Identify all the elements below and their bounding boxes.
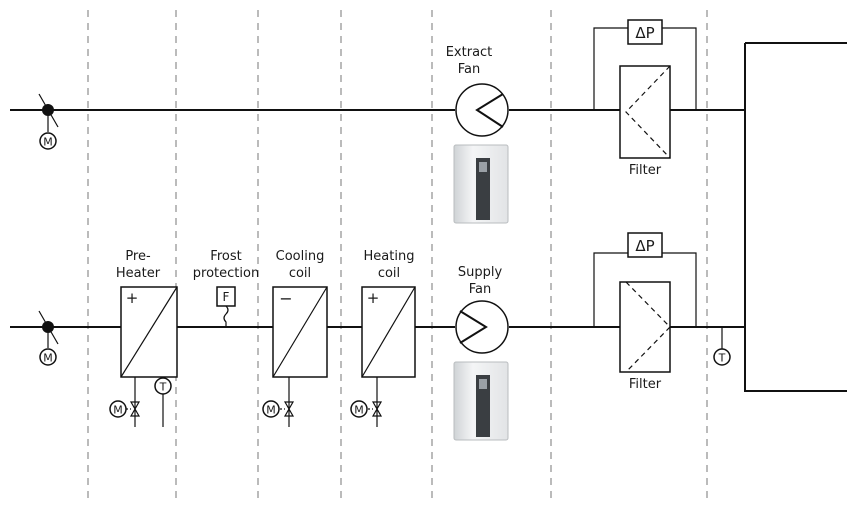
fan-icon [455,83,509,137]
valve-icon: M [262,377,295,427]
frost-label-2: protection [193,266,259,281]
damper-icon: M [38,93,59,150]
supply-fan-label-1: Supply [458,265,503,280]
temperature-sensor-icon: T [713,327,731,366]
pre-heater-label-1: Pre- [125,249,151,264]
coil-icon: + [120,286,178,378]
frequency-drive-icon [453,361,509,441]
coil-icon: + [361,286,416,378]
frequency-drive-icon [453,144,509,224]
room-outline [744,42,847,392]
filter-bottom-label: Filter [629,377,662,392]
motor-icon: M [43,136,53,149]
frost-sensor-icon: F [216,286,236,327]
temperature-sensor-icon: T [154,377,172,427]
frost-label-1: Frost [210,249,241,264]
fan-icon [455,300,509,354]
motor-icon: M [113,404,123,417]
extract-fan-label-2: Fan [458,62,481,77]
pressure-sensor-icon: ΔP [635,24,654,42]
pressure-sensor-icon: ΔP [635,237,654,255]
heating-coil-label-1: Heating [364,249,415,264]
svg-text:F: F [223,290,230,304]
coil-icon: − [272,286,328,378]
svg-text:−: − [279,289,292,308]
section-dividers [87,10,708,502]
valve-icon: M [109,377,141,427]
supply-fan-label-2: Fan [469,282,492,297]
svg-text:+: + [126,289,139,307]
filter-icon: ΔP [593,232,697,373]
svg-text:T: T [718,352,726,365]
filter-icon: ΔP [593,19,697,159]
svg-text:T: T [159,381,167,394]
cooling-coil-label-1: Cooling [276,249,325,264]
extract-fan-label-1: Extract [446,45,493,60]
pre-heater-label-2: Heater [116,266,161,281]
svg-text:+: + [367,289,380,307]
motor-icon: M [266,404,276,417]
motor-icon: M [354,404,364,417]
heating-coil-label-2: coil [378,266,400,281]
valve-icon: M [350,377,383,427]
damper-icon: M [38,310,59,366]
motor-icon: M [43,352,53,365]
filter-top-label: Filter [629,163,662,178]
cooling-coil-label-2: coil [289,266,311,281]
